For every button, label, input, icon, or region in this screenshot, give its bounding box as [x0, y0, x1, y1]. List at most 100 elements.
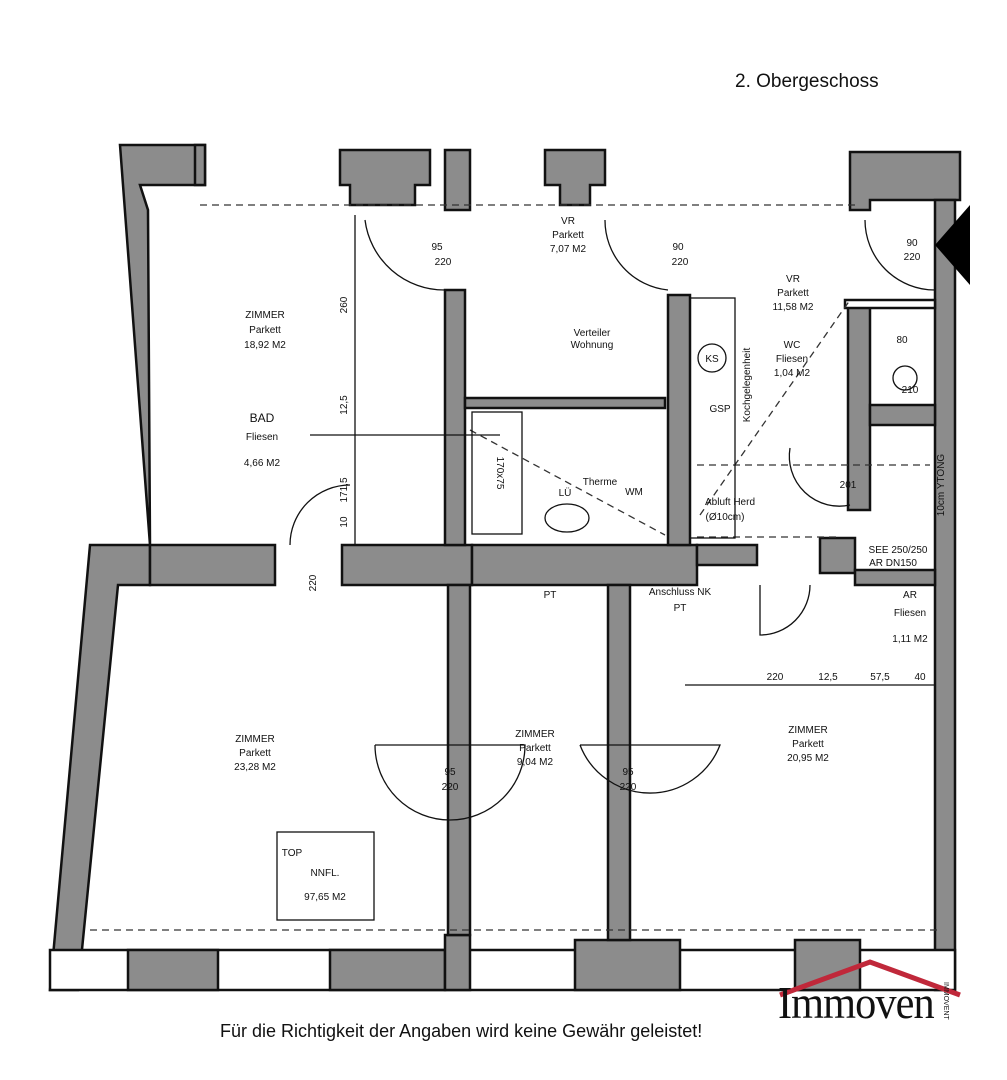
plan-shape: [340, 543, 474, 587]
room-ar: AR Fliesen 1,11 M2: [892, 590, 928, 645]
plan-shape: [699, 299, 851, 516]
plan-label: 40: [914, 672, 926, 683]
door-swings: [289, 219, 936, 821]
plan-label: 90: [672, 242, 684, 253]
plan-shape: [695, 543, 759, 567]
plan-shape: [573, 938, 682, 992]
plan-shape: [788, 447, 851, 507]
plan-shape: [853, 568, 937, 587]
plan-label: WC: [784, 340, 801, 351]
plan-label: Parkett: [249, 325, 281, 336]
unit-info-box: TOP NNFL. 97,65 M2: [276, 831, 375, 921]
plan-label: 95: [431, 242, 443, 253]
plan-label: 260: [339, 296, 350, 313]
plan-label: 23,28 M2: [234, 762, 276, 773]
plan-label: 95: [622, 767, 634, 778]
plan-shape: [818, 536, 857, 575]
plan-label: Abluft Herd: [705, 497, 755, 508]
plan-label: 12,5: [339, 395, 350, 415]
room-zimmer-2: ZIMMER Parkett 23,28 M2: [234, 734, 276, 773]
floor-title: 2. Obergeschoss: [735, 71, 879, 92]
plan-shape: [793, 938, 862, 992]
plan-shape: [276, 831, 375, 921]
plan-label: 80: [896, 335, 908, 346]
plan-label: Fliesen: [894, 608, 926, 619]
interior-walls: [148, 288, 937, 942]
plan-label: 201: [840, 480, 857, 491]
room-wc: WC Fliesen 1,04 M2: [774, 340, 811, 379]
plan-shape: [469, 429, 666, 536]
plan-label: Parkett: [777, 288, 809, 299]
plan-label: Parkett: [239, 748, 271, 759]
plan-shape: [471, 411, 523, 535]
plan-label: ZIMMER: [515, 729, 554, 740]
dimension-labels: 260 12,5 171,5 10 220 12,5 57,5 40: [339, 296, 926, 683]
plan-label: PT: [544, 590, 557, 601]
plan-label: Verteiler: [574, 328, 611, 339]
plan-shape: [843, 298, 937, 310]
plan-label: 220: [620, 782, 637, 793]
plan-label: PT: [674, 603, 687, 614]
plan-label: GSP: [709, 404, 730, 415]
plan-label: BAD: [250, 411, 275, 425]
fixture-labels: Verteiler Wohnung KS GSP Kochgelegenheit…: [494, 328, 947, 614]
plan-label: 220: [672, 257, 689, 268]
plan-shape: [446, 583, 472, 937]
room-zimmer-3: ZIMMER Parkett 9,04 M2: [515, 729, 554, 768]
room-vr-2: VR Parkett 11,58 M2: [773, 274, 814, 313]
logo-wordmark: Immoven: [778, 977, 935, 1028]
plan-label: Parkett: [792, 739, 824, 750]
plan-label: 210: [902, 385, 919, 396]
plan-label: Kochgelegenheit: [742, 348, 753, 423]
plan-label: Parkett: [552, 230, 584, 241]
plan-shape: [933, 198, 957, 992]
plan-label: 10cm YTONG: [936, 454, 947, 517]
plan-shape: [364, 219, 446, 291]
plan-label: 220: [767, 672, 784, 683]
plan-label: ZIMMER: [788, 725, 827, 736]
plan-shape: [443, 933, 472, 992]
plan-label: 1,11 M2: [892, 634, 928, 645]
plan-label: 220: [435, 257, 452, 268]
plan-label: Anschluss NK: [649, 587, 712, 598]
logo-subtext: IMMOVENT: [942, 982, 949, 1020]
plan-label: 10: [339, 516, 350, 528]
plan-shape: [544, 503, 590, 533]
plan-shape: [443, 288, 467, 547]
plan-label: ZIMMER: [235, 734, 274, 745]
plan-shape: [666, 293, 692, 547]
plan-shape: [689, 297, 736, 539]
plan-label: LÜ: [559, 487, 572, 499]
plan-label: ZIMMER: [245, 310, 284, 321]
plan-label: 57,5: [870, 672, 890, 683]
plan-label: 20,95 M2: [787, 753, 829, 764]
plan-label: NNFL.: [311, 868, 340, 879]
plan-label: Fliesen: [246, 432, 278, 443]
plan-shape: [338, 148, 432, 207]
room-bad: BAD Fliesen 4,66 M2: [244, 411, 281, 469]
plan-label: AR: [903, 590, 917, 601]
plan-label: 7,07 M2: [550, 244, 587, 255]
plan-shape: [543, 148, 607, 207]
plan-shape: [579, 744, 721, 794]
plan-label: (Ø10cm): [706, 512, 745, 523]
plan-label: 97,65 M2: [304, 892, 346, 903]
room-zimmer-4: ZIMMER Parkett 20,95 M2: [787, 725, 829, 764]
plan-shape: [443, 148, 472, 212]
plan-shape: [193, 143, 207, 187]
plan-shape: [328, 948, 447, 992]
plan-label: 170x75: [494, 457, 505, 490]
plan-label: KS: [705, 354, 719, 365]
plan-label: 220: [904, 252, 921, 263]
plan-shape: [892, 365, 918, 391]
plan-shape: [463, 396, 667, 410]
plan-label: VR: [561, 216, 575, 227]
plan-label: TOP: [282, 848, 303, 859]
plan-label: AR DN150: [869, 558, 917, 569]
plan-shape: [126, 948, 220, 992]
disclaimer: Für die Richtigkeit der Angaben wird kei…: [220, 1021, 703, 1041]
logo: Immoven IMMOVENT: [778, 960, 958, 1030]
plan-shape: [470, 543, 699, 587]
